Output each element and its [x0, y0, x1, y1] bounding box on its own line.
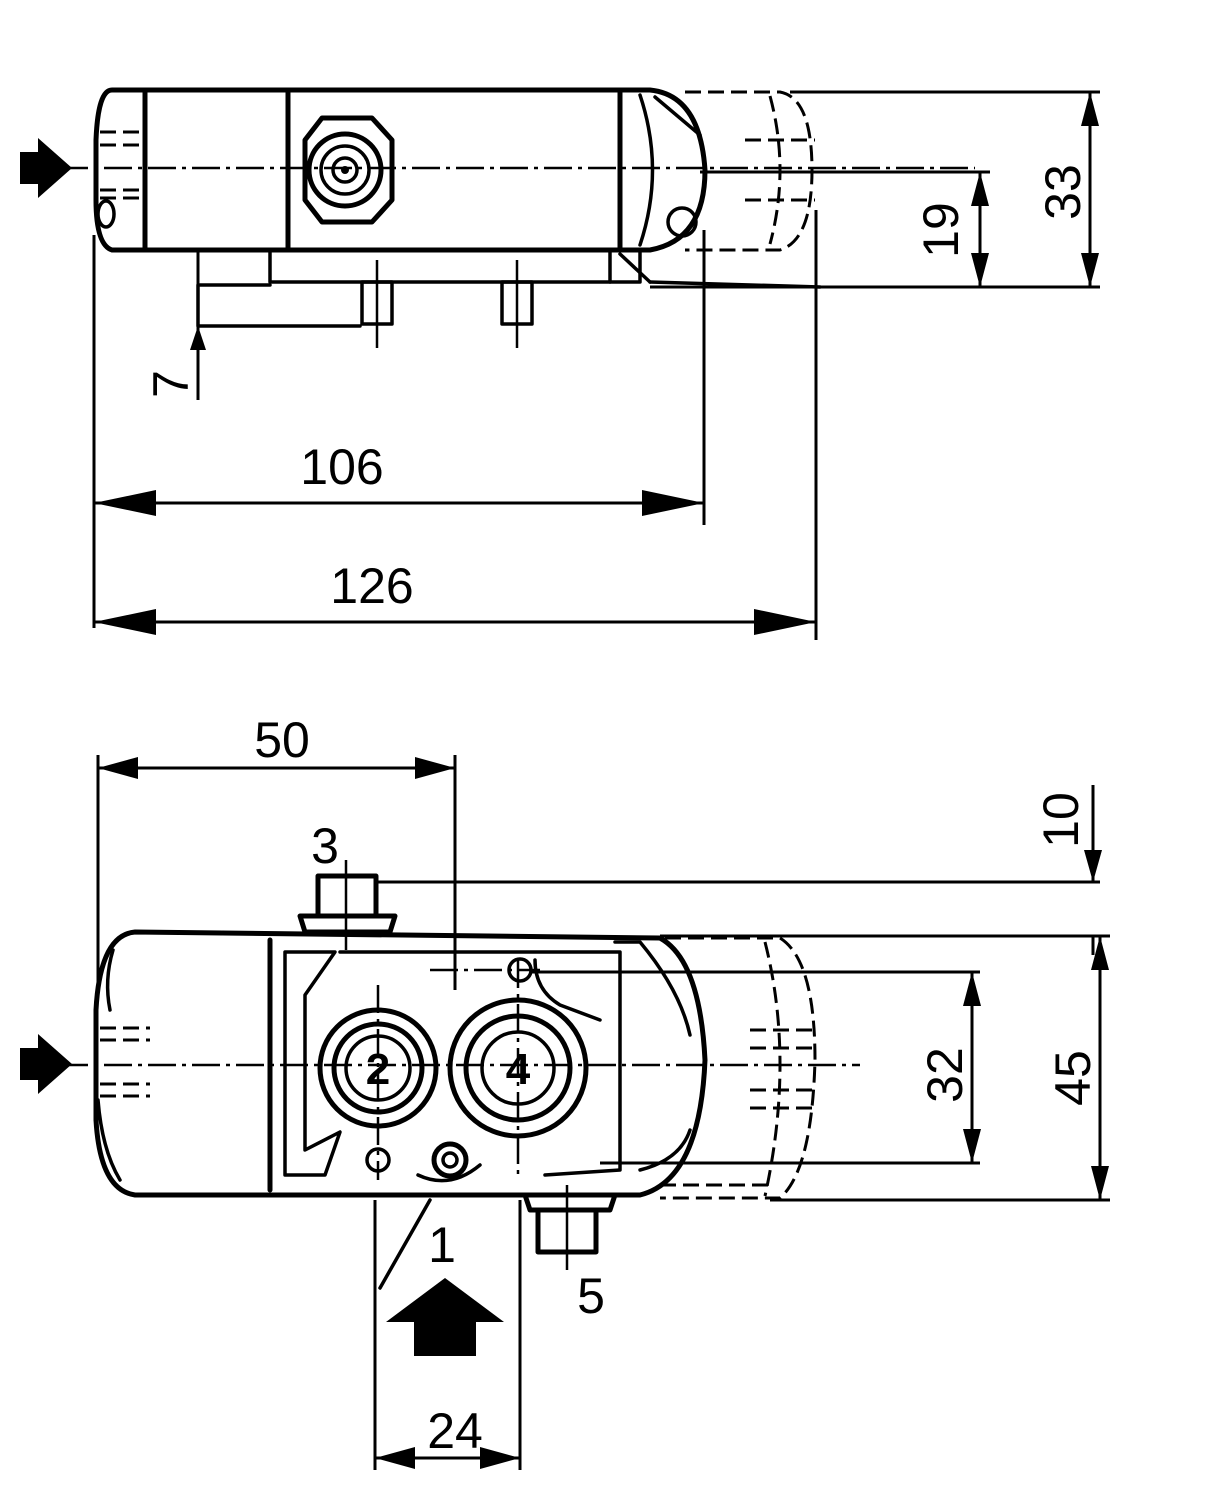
dim-label-10: 10	[1033, 792, 1089, 848]
dim-label-106: 106	[300, 439, 383, 495]
port-3-stub	[297, 860, 398, 950]
top-fitting	[302, 115, 395, 225]
flow-arrow-left-front	[20, 1034, 72, 1094]
top-base-plate	[268, 248, 642, 284]
port-5-stub	[522, 1185, 618, 1270]
dim-label-45: 45	[1045, 1050, 1101, 1106]
front-view: 2 4 3 5 1	[20, 712, 1110, 1470]
top-body-outline	[93, 87, 708, 253]
flow-arrow-up-port-1	[386, 1278, 504, 1356]
dim-label-33: 33	[1035, 164, 1091, 220]
dim-label-19: 19	[913, 202, 969, 258]
dim-label-24: 24	[427, 1403, 483, 1459]
port-label-5: 5	[577, 1268, 605, 1324]
dim-label-126: 126	[330, 558, 413, 614]
port-label-1: 1	[428, 1217, 456, 1273]
top-view: 7 19 33 106 126	[20, 87, 1100, 640]
top-mount-hole	[666, 206, 698, 238]
dim-label-50: 50	[254, 712, 310, 768]
dim-label-32: 32	[917, 1047, 973, 1103]
dim-label-7: 7	[143, 370, 199, 398]
port-label-3: 3	[311, 818, 339, 874]
flow-arrow-left-top	[20, 138, 72, 198]
